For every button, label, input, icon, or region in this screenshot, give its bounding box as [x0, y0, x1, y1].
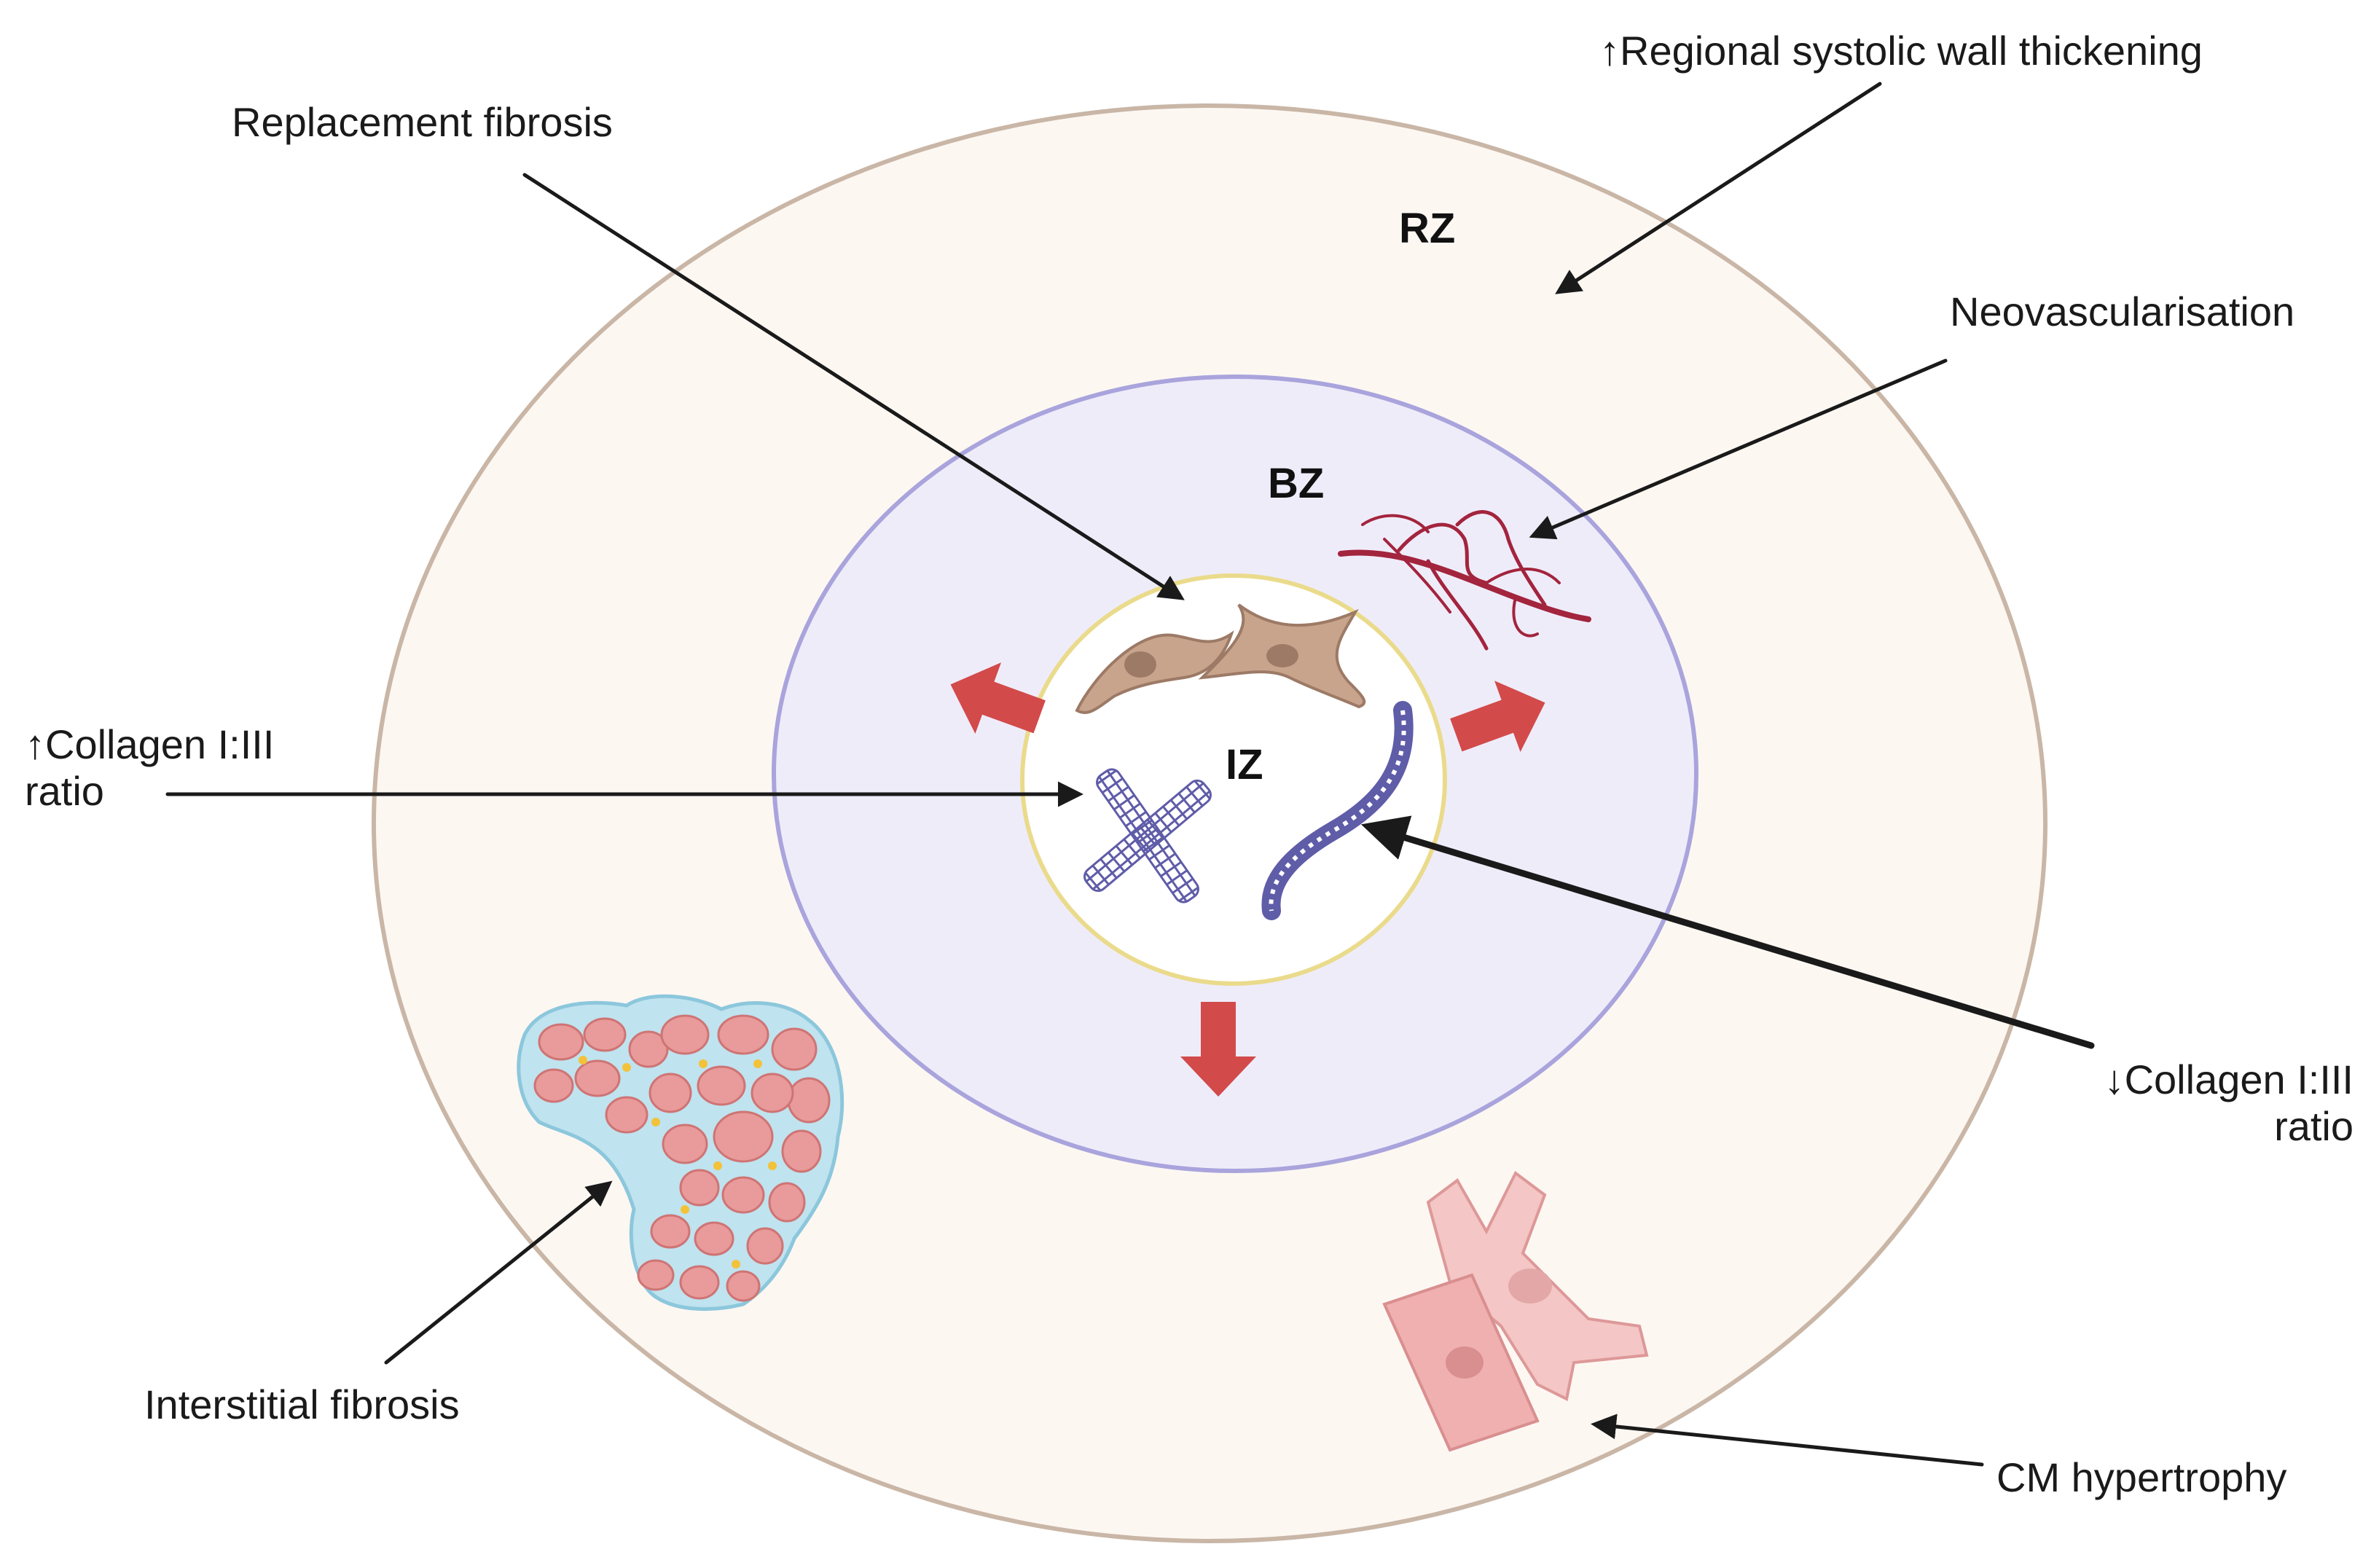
collagen-strand-icon: [1261, 701, 1414, 920]
label-regional-wall-thickening: ↑Regional systolic wall thickening: [1599, 28, 2203, 74]
arrow-collagen-down: [1360, 815, 2095, 1049]
label-collagen-down-line1: ↓Collagen I:III: [2104, 1057, 2354, 1102]
cardiomyocyte-icon: [1426, 1170, 1649, 1401]
collagen-cross-icon: [1083, 768, 1212, 903]
expansion-arrow-down: [1180, 1002, 1256, 1097]
label-collagen-up-line1: ↑Collagen I:III: [25, 721, 275, 767]
blood-vessels-icon: [1338, 510, 1591, 651]
zone-label-rz: RZ: [1399, 205, 1456, 252]
label-collagen-down-line2: ratio: [2274, 1103, 2354, 1149]
label-replacement-fibrosis: Replacement fibrosis: [232, 99, 613, 145]
arrow-cm: [1591, 1414, 1984, 1467]
fibroblast-cell-icon: [1075, 630, 1234, 714]
arrow-regional: [1555, 82, 1882, 294]
cardiomyocyte-icon: [1382, 1273, 1540, 1452]
label-cm-hypertrophy: CM hypertrophy: [1996, 1454, 2287, 1500]
arrow-neovasc: [1529, 358, 1948, 540]
label-collagen-down: ↓Collagen I:III ratio: [2055, 1057, 2354, 1150]
label-interstitial-fibrosis: Interstitial fibrosis: [144, 1381, 460, 1427]
arrow-replacement: [522, 173, 1185, 600]
expansion-arrow-right: [1450, 681, 1545, 753]
label-collagen-up-line2: ratio: [25, 768, 104, 814]
zone-label-bz: BZ: [1268, 460, 1325, 507]
interstitial-fibrosis-tissue-icon: [517, 994, 844, 1312]
arrow-interstitial: [384, 1180, 613, 1365]
fibroblast-cell-icon: [1198, 603, 1366, 709]
expansion-arrow-left: [950, 662, 1046, 734]
label-neovascularisation: Neovascularisation: [1950, 289, 2295, 334]
label-collagen-up: ↑Collagen I:III ratio: [25, 721, 274, 815]
zone-label-iz: IZ: [1226, 741, 1263, 788]
